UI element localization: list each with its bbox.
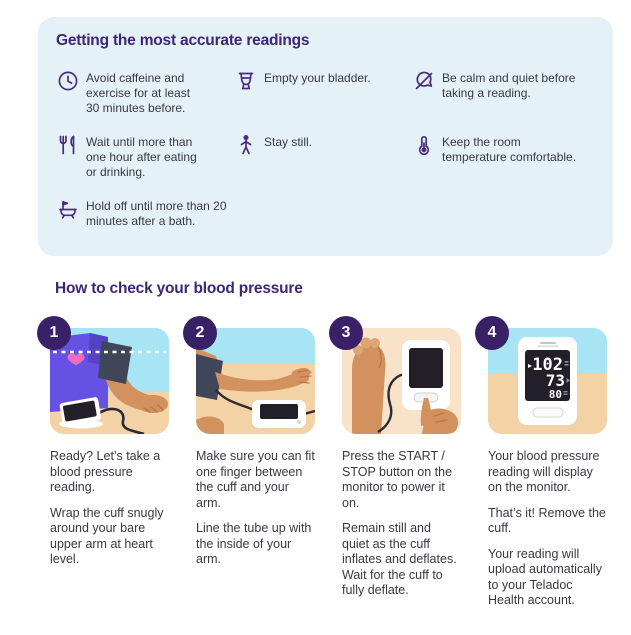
cuff-at-heart-level-illustration [50,328,169,434]
tip-text: Wait until more than one hour after eati… [86,135,197,179]
steps-row: 1 Ready? Let’s ta [37,316,607,619]
monitor-pulse-value: 80 [549,388,562,401]
step-2: 2 Make sure you can fit one finger betwe… [183,316,315,619]
tip-text: Hold off until more than 20 minutes afte… [86,199,227,228]
thermometer-icon [412,133,436,157]
tip-wait-after-eating: Wait until more than one hour after eati… [56,133,234,180]
step-4: 4 102 73 80 Your blood p [475,316,607,619]
tip-text: Keep the room temperature comfortable. [442,135,577,164]
tip-text: Stay still. [264,135,313,149]
steps-section-title: How to check your blood pressure [55,280,303,297]
tip-wait-after-bath: Hold off until more than 20 minutes afte… [56,197,234,229]
step-2-text: Make sure you can fit one finger between… [196,449,315,568]
monitor-diastolic-value: 73 [546,371,565,390]
step-4-text: Your blood pressure reading will display… [488,449,607,609]
utensils-icon [56,133,80,157]
step-4-paragraph: Your reading will upload automatically t… [488,546,602,608]
tips-grid: Avoid caffeine and exercise for at least… [56,69,595,229]
step-3-text: Press the START / STOP button on the mon… [342,449,461,599]
accurate-readings-panel: Getting the most accurate readings Avoid… [38,17,613,256]
tip-avoid-caffeine: Avoid caffeine and exercise for at least… [56,69,234,116]
step-1-paragraph: Ready? Let’s take a blood pressure readi… [50,449,161,494]
tip-text: Avoid caffeine and exercise for at least… [86,71,191,115]
monitor-systolic-value: 102 [532,355,563,375]
step-4-illustration: 102 73 80 [488,328,607,434]
tips-panel-title: Getting the most accurate readings [56,32,310,49]
step-1: 1 Ready? Let’s ta [37,316,169,619]
tip-room-temperature: Keep the room temperature comfortable. [412,133,595,180]
tip-text: Be calm and quiet before taking a readin… [442,71,576,100]
step-4-paragraph: That’s it! Remove the cuff. [488,505,606,536]
step-3-number-badge: 3 [329,316,363,350]
step-1-text: Ready? Let’s take a blood pressure readi… [50,449,169,568]
monitor-reading-illustration: 102 73 80 [488,328,607,434]
tip-be-calm: Be calm and quiet before taking a readin… [412,69,595,116]
step-4-paragraph: Your blood pressure reading will display… [488,449,600,494]
tip-empty-bladder: Empty your bladder. [234,69,412,116]
toilet-icon [234,69,258,93]
step-3-illustration [342,328,461,434]
clock-icon [56,69,80,93]
step-3-paragraph: Press the START / STOP button on the mon… [342,449,453,510]
press-start-button-illustration [342,328,461,434]
step-3: 3 Press the START / STOP button on the m… [329,316,461,619]
muted-chat-icon [412,69,436,93]
step-4-number-badge: 4 [475,316,509,350]
step-2-paragraph: Line the tube up with the inside of your… [196,521,312,566]
step-3-paragraph: Remain still and quiet as the cuff infla… [342,521,457,597]
step-2-number-badge: 2 [183,316,217,350]
step-1-paragraph: Wrap the cuff snugly around your bare up… [50,505,164,567]
tube-alignment-illustration [196,328,315,434]
step-2-illustration [196,328,315,434]
bathtub-icon [56,197,80,221]
person-icon [234,133,258,157]
tip-text: Empty your bladder. [264,71,371,85]
step-2-paragraph: Make sure you can fit one finger between… [196,449,315,510]
tip-stay-still: Stay still. [234,133,412,180]
step-1-illustration [50,328,169,434]
step-1-number-badge: 1 [37,316,71,350]
